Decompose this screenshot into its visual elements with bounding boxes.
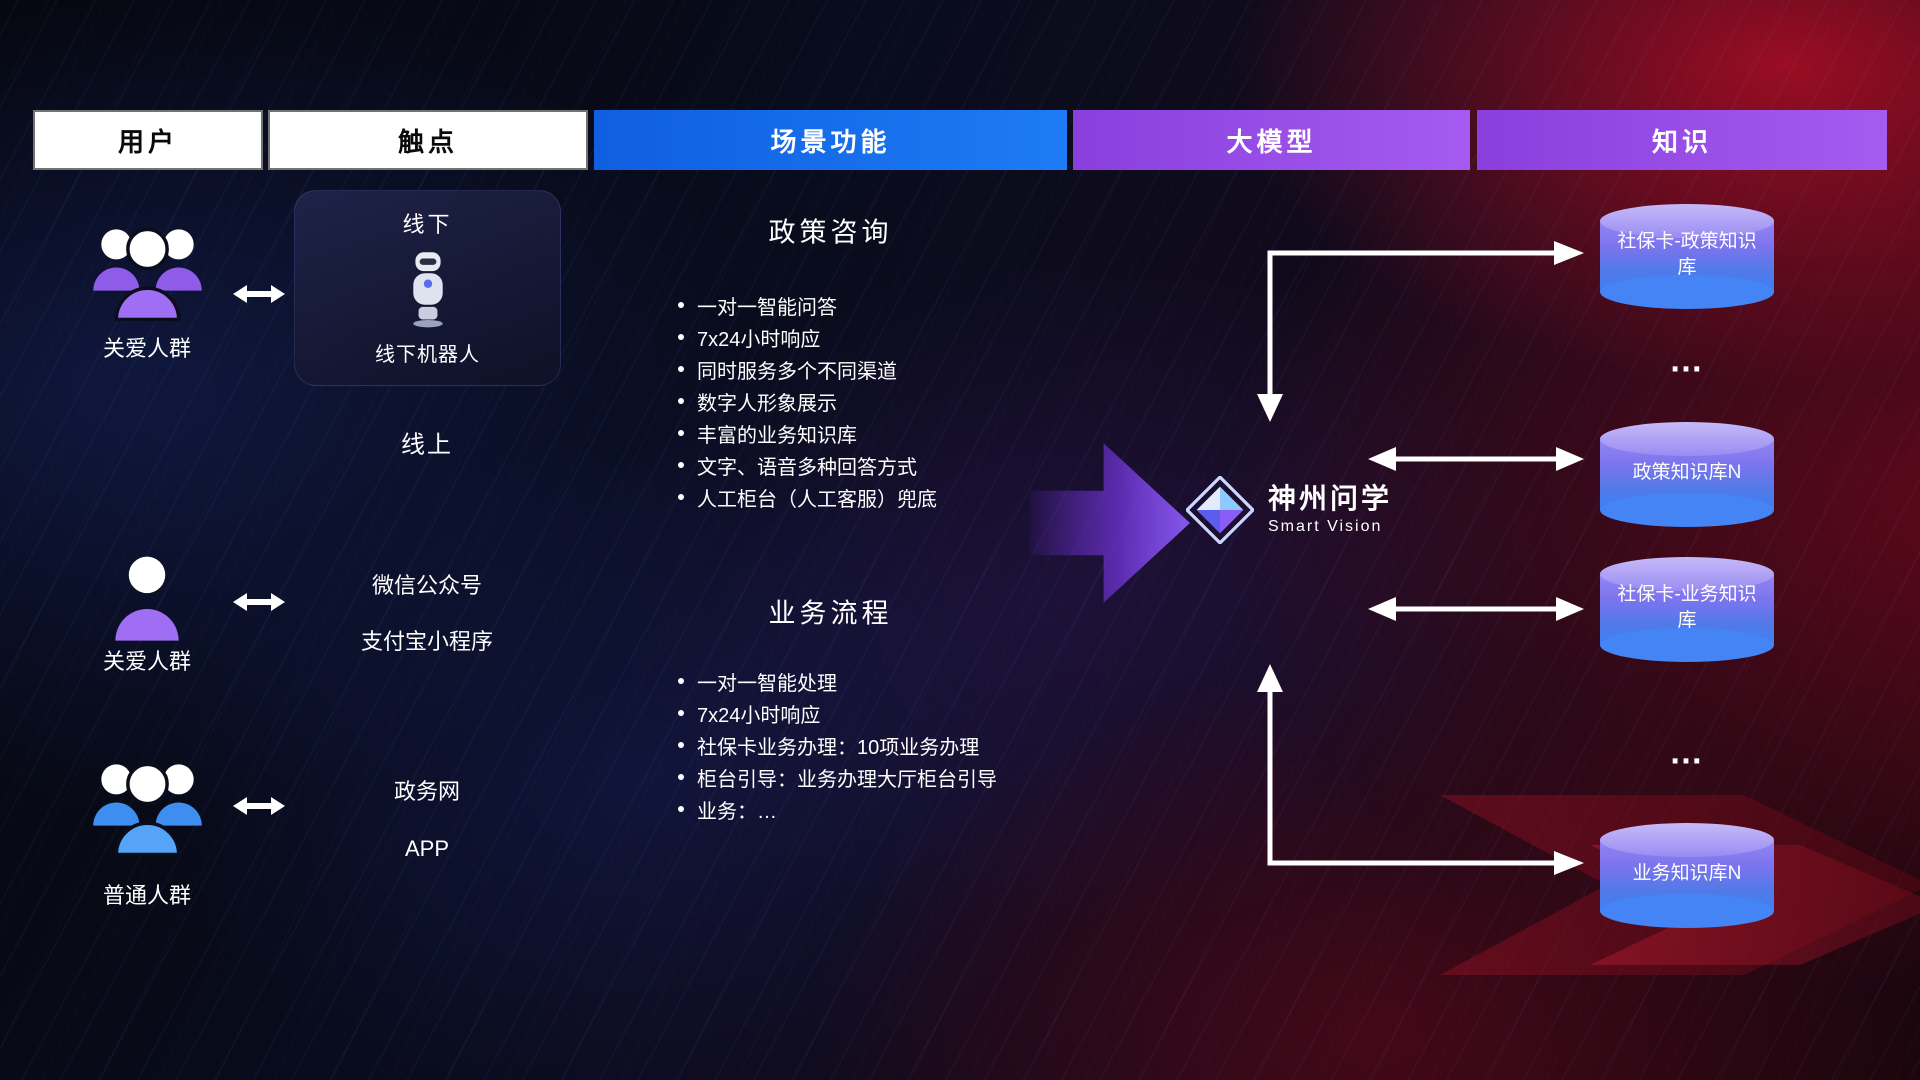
user-group-label: 普通人群 [102, 883, 192, 908]
kb-label: 社保卡-业务知识库 [1617, 583, 1757, 631]
cylinder-bottom [1600, 628, 1774, 662]
brand-diamond-icon [1186, 476, 1254, 544]
list-item: 社保卡业务办理：10项业务办理 [678, 729, 997, 761]
brand-name: 神州问学 [1268, 482, 1393, 514]
kb-cylinder-policy-n: 政策知识库N [1600, 422, 1774, 527]
kb-label: 社保卡-政策知识库 [1617, 230, 1757, 278]
scene-business-title: 业务流程 [768, 598, 893, 629]
double-arrow-icon [233, 593, 285, 611]
double-arrow-icon [233, 285, 285, 303]
kb-label: 业务知识库N [1632, 862, 1742, 884]
touchpoint-alipay: 支付宝小程序 [360, 629, 494, 654]
brand-text: 神州问学 Smart Vision [1268, 482, 1393, 537]
list-item: 一对一智能处理 [678, 665, 997, 697]
scene-policy-title: 政策咨询 [768, 217, 893, 248]
offline-robot-label: 线下机器人 [375, 344, 480, 366]
robot-icon [412, 251, 443, 327]
header-model: 大模型 [1073, 110, 1470, 170]
user-group-label: 关爱人群 [102, 649, 192, 674]
ellipsis: … [1669, 341, 1705, 380]
header-scene: 场景功能 [594, 110, 1067, 170]
cylinder-bottom [1600, 493, 1774, 527]
cylinder-bottom [1600, 275, 1774, 309]
flow-arrow [1030, 443, 1190, 603]
cylinder-top [1600, 422, 1774, 456]
scene-policy-list: 一对一智能问答 7x24小时响应 同时服务多个不同渠道 数字人形象展示 丰富的业… [678, 289, 937, 513]
cylinder-top [1600, 204, 1774, 238]
list-item: 一对一智能问答 [678, 289, 937, 321]
kb-label: 政策知识库N [1632, 461, 1742, 483]
kb-cylinder-business-n: 业务知识库N [1600, 823, 1774, 928]
header-touchpoint: 触点 [268, 110, 588, 170]
list-item: 丰富的业务知识库 [678, 417, 937, 449]
online-title: 线上 [401, 431, 453, 459]
list-item: 7x24小时响应 [678, 697, 997, 729]
brand-subtitle: Smart Vision [1268, 518, 1383, 536]
people-group-icon [93, 227, 202, 321]
offline-touchpoint-card: 线下 线下机器人 [294, 190, 561, 386]
ellipsis: … [1669, 733, 1705, 772]
header-knowledge: 知识 [1477, 110, 1887, 170]
list-item: 7x24小时响应 [678, 321, 937, 353]
cylinder-top [1600, 823, 1774, 857]
scene-business-list: 一对一智能处理 7x24小时响应 社保卡业务办理：10项业务办理 柜台引导：业务… [678, 665, 997, 825]
list-item: 文字、语音多种回答方式 [678, 449, 937, 481]
touchpoint-wechat: 微信公众号 [371, 573, 483, 598]
person-icon [115, 556, 179, 641]
kb-cylinder-business-social: 社保卡-业务知识库 [1600, 557, 1774, 662]
touchpoint-gov: 政务网 [393, 779, 461, 804]
double-arrow-icon [233, 797, 285, 815]
cylinder-bottom [1600, 894, 1774, 928]
brand-logo: 神州问学 Smart Vision [1186, 476, 1392, 544]
user-group-label: 关爱人群 [102, 336, 192, 361]
list-item: 人工柜台（人工客服）兜底 [678, 481, 937, 513]
list-item: 柜台引导：业务办理大厅柜台引导 [678, 761, 997, 793]
cylinder-top [1600, 557, 1774, 591]
list-item: 业务：… [678, 793, 997, 825]
people-group-icon [93, 762, 202, 856]
kb-cylinder-policy-social: 社保卡-政策知识库 [1600, 204, 1774, 309]
offline-title: 线下 [402, 212, 453, 237]
touchpoint-app: APP [404, 836, 450, 861]
header-user: 用户 [33, 110, 263, 170]
list-item: 同时服务多个不同渠道 [678, 353, 937, 385]
list-item: 数字人形象展示 [678, 385, 937, 417]
